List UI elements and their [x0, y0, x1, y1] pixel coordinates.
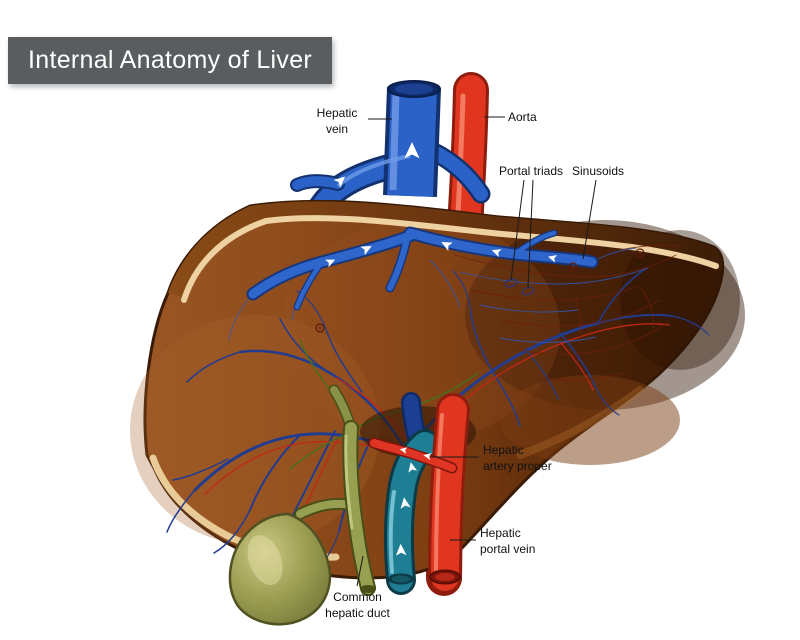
- sinusoid-network: [228, 244, 679, 381]
- common-hepatic-duct-vessel: [294, 384, 376, 596]
- hepatic-vein-vessel: [290, 80, 491, 267]
- leader-lines: [356, 116, 597, 587]
- hepatic-artery-proper-vessel: [368, 437, 458, 474]
- hepatic-vein-intrahepatic: [246, 226, 599, 311]
- portal-triad-markers: [315, 248, 645, 333]
- label-portal-triads: Portal triads: [498, 164, 564, 178]
- page-title: Internal Anatomy of Liver: [8, 37, 333, 84]
- liver-capsule-rim: [168, 201, 723, 298]
- label-hepatic-portal-vein: Hepatic portal vein: [480, 526, 536, 556]
- label-sinusoids: Sinusoids: [571, 164, 625, 178]
- aorta-lower-segment: [428, 393, 470, 594]
- label-hepatic-vein: Hepatic vein: [316, 106, 358, 136]
- label-aorta: Aorta: [508, 110, 537, 124]
- capsule-cream-line: [181, 215, 719, 303]
- label-hepatic-artery-proper: Hepatic artery proper: [483, 443, 552, 473]
- gallbladder-shape: [228, 512, 332, 626]
- label-common-hepatic-duct: Common hepatic duct: [325, 590, 390, 620]
